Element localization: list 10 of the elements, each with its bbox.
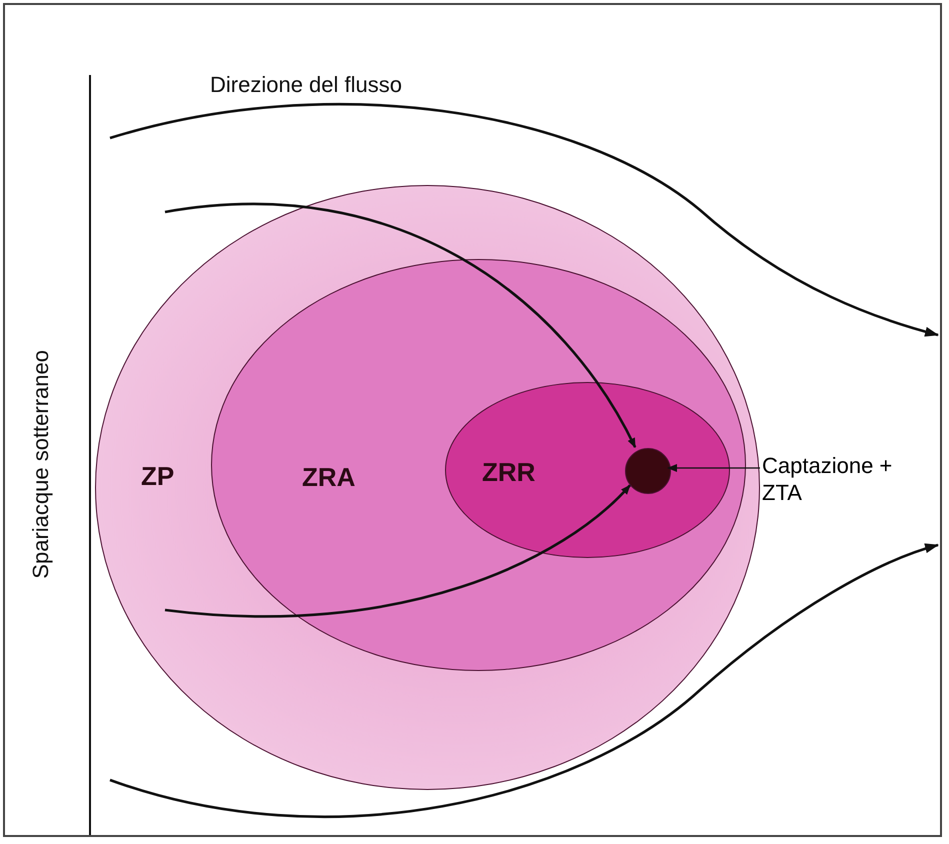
zone-label: ZRA (302, 462, 356, 493)
divide-label: Spariacque sotterraneo (28, 350, 54, 579)
flow-arrow (164, 484, 631, 618)
well-label: Captazione + ZTA (762, 452, 897, 508)
well-dot (625, 448, 671, 494)
flow-direction-label: Direzione del flusso (210, 72, 402, 98)
leader-arrow (667, 464, 760, 472)
flow-arrow (164, 203, 636, 448)
zone-label: ZP (141, 461, 174, 492)
zone-label: ZRR (482, 457, 536, 488)
